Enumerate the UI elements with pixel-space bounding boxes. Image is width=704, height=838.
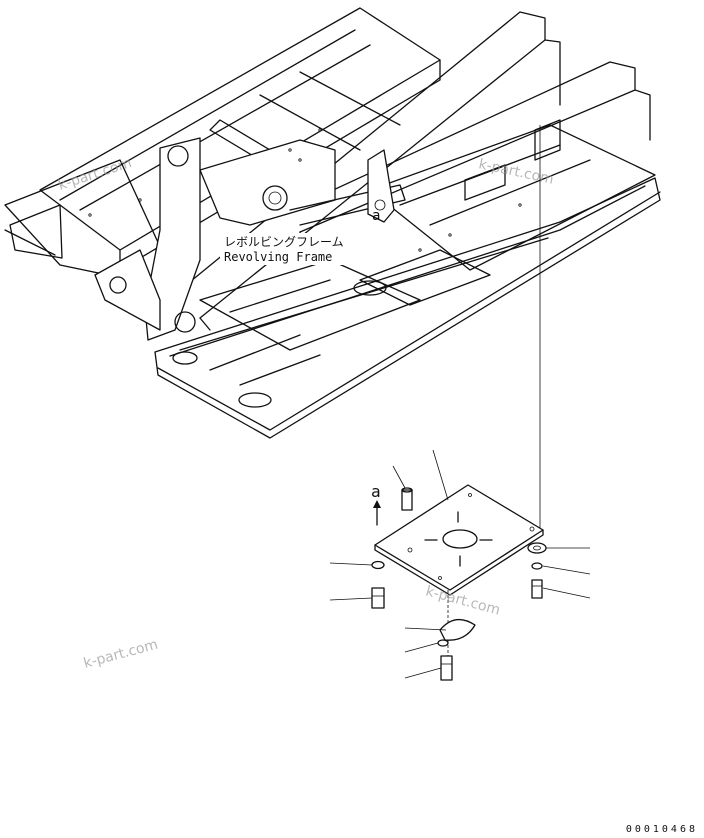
- watermark-4: k-part.com: [82, 637, 160, 672]
- washer-lower: [437, 639, 449, 647]
- frame-label-en: Revolving Frame: [224, 250, 332, 264]
- watermark-3: k-part.com: [424, 583, 502, 618]
- drawing-number: 00010468: [626, 824, 698, 835]
- revolving-frame: a: [4, 7, 661, 439]
- cover-plate-hole: [442, 529, 478, 549]
- stud-bolt: [401, 489, 413, 511]
- frame-label: レボルビングフレーム Revolving Frame: [220, 233, 352, 265]
- bolt-left: [371, 587, 385, 609]
- svg-text:a: a: [372, 208, 380, 224]
- bolt-lower: [440, 655, 453, 681]
- reference-letter: a: [371, 482, 381, 501]
- washer-right: [531, 562, 543, 570]
- bolt-right: [531, 579, 543, 599]
- washer-left: [371, 560, 385, 570]
- small-cover: [439, 618, 476, 641]
- watermark-1: k-part.com: [56, 155, 133, 194]
- rubber-mount: [527, 542, 547, 554]
- frame-label-jp: レボルビングフレーム: [224, 235, 344, 249]
- cover-plate: [374, 484, 544, 591]
- callout-leaders: [329, 449, 591, 679]
